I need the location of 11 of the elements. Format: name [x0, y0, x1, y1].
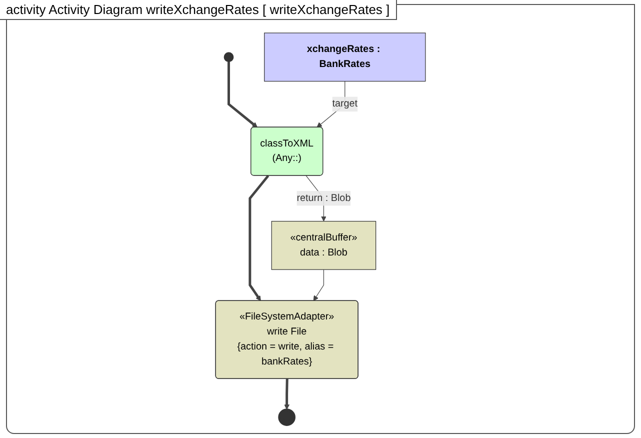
- node-box: xchangeRates : BankRates: [264, 32, 426, 82]
- arrow: [284, 378, 290, 410]
- node-box: «centralBuffer» data : Blob: [271, 220, 376, 270]
- node-bullseye: [278, 408, 296, 426]
- edge-label: return : Blob: [296, 192, 351, 204]
- arrow: [248, 174, 270, 302]
- edge-label: target: [332, 98, 358, 110]
- arrow: [228, 62, 258, 128]
- arrow: [313, 269, 324, 302]
- node-circle: [224, 52, 234, 62]
- diagram-title: activity Activity Diagram writeXchangeRates [ writeXchangeRates ]: [0, 0, 397, 20]
